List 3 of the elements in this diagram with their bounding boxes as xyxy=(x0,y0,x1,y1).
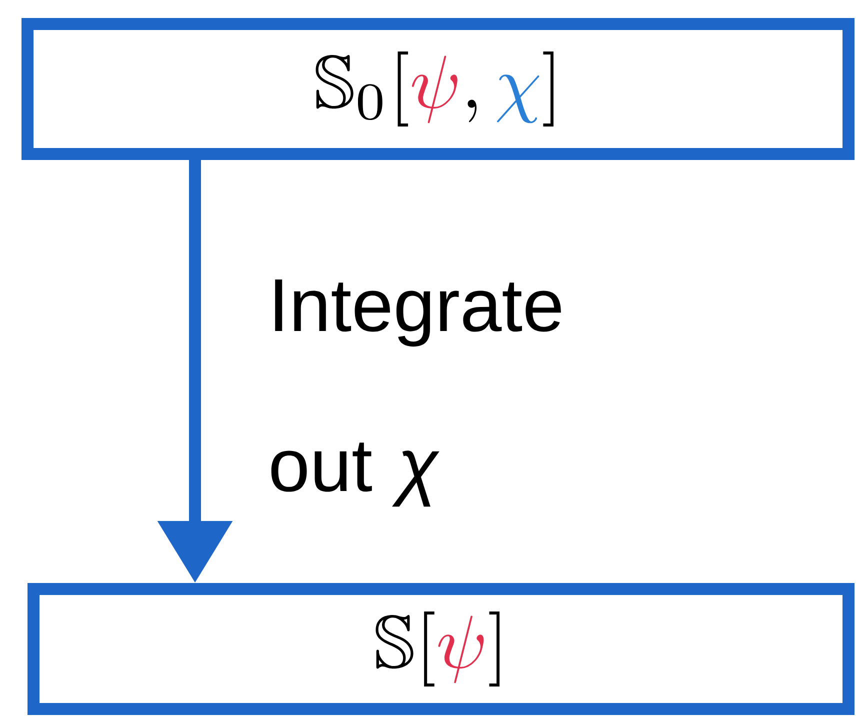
formula-box: $\mathbb{S}_0[{\color[HTML]{E0304E}\psi}, {\color[HTML]{2A7FD6}\chi}]$ xyxy=(22,18,854,160)
formula-box: $\mathbb{S}[{\color[HTML]{E0304E}\psi}]$ xyxy=(28,583,854,715)
edge-label: Integrate out χ xyxy=(271,279,561,507)
